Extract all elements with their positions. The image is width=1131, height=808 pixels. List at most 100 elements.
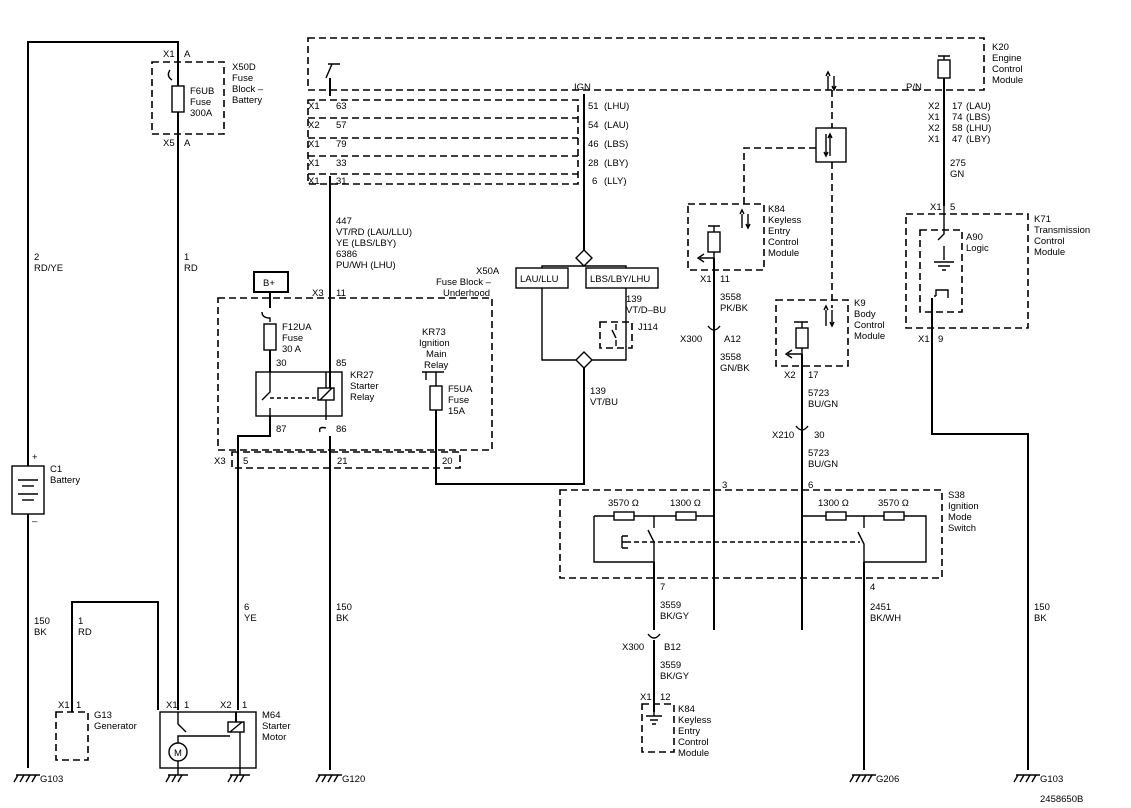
wire-150-left-circuit: 150 [34,616,50,627]
tcm-top-pin: 5 [950,202,955,213]
wire-5723b-circuit: 5723 [808,448,829,459]
jumper-block: LAU/LLU LBS/LBY/LHU J114 139 VT/D–BU 139… [515,249,666,408]
g13-conn: X1 [58,700,70,711]
wire-3559a-circuit: 3559 [660,600,681,611]
ground-label-g103-right: G103 [1040,774,1063,785]
g13-desc: Generator [94,721,137,732]
g13-pin: 1 [76,700,81,711]
f6ub-l1: Fuse [190,97,211,108]
x50d-bot-pin: A [184,138,191,149]
k9-pin: 17 [808,370,819,381]
k84-top-l4: Module [768,248,799,259]
a90-name: A90 [966,232,983,243]
k9-conn: X2 [784,370,796,381]
ecm-lp0-pin: 63 [336,101,347,112]
ground-starter-left [165,774,188,783]
wire-275-color: GN [950,169,964,180]
generator: 1 RD X1 1 G13 Generator [55,601,159,761]
ecm-rp3-variant: (LBY) [604,158,628,169]
k84-top-pin: 11 [720,274,730,285]
k84-bot-l3: Control [678,737,709,748]
k84-top-name: K84 [768,204,785,215]
x210-conn: X210 [772,430,794,441]
k84-bot-l1: Keyless [678,715,712,726]
battery-desc: Battery [50,475,80,486]
f12ua-name: F12UA [282,322,312,333]
wire-447-l4: 6386 [336,249,357,260]
transmission-control-module: X1 5 K71 Transmission Control Module A90… [905,202,1090,770]
ecm-pn3-variant: (LBY) [966,134,990,145]
wire-139b-color: VT/BU [590,397,618,408]
ground-label-g120: G120 [342,774,365,785]
s38-l2: Mode [948,512,972,523]
kr73-name: KR73 [422,327,446,338]
x50a-top-pin: 11 [336,288,346,299]
wire-3558a-circuit: 3558 [720,292,741,303]
ecm-lp3-pin: 33 [336,158,347,169]
s38-r3: 1300 Ω [818,498,849,509]
f6ub-name: F6UB [190,86,214,97]
x50d-bot-conn: X5 [163,138,175,149]
tcm-name: K71 [1034,214,1051,225]
ecm-rp1-variant: (LAU) [604,120,629,131]
fuse-block-underhood: B+ X3 11 X3 5 21 20 X50A Fuse Block – Un… [214,176,585,770]
kr73-l1: Ignition [419,338,450,349]
k84-top-l3: Control [768,237,799,248]
ecm-lp1-pin: 57 [336,120,347,131]
wire-2-circuit: 2 [34,252,39,263]
ecm-rp2-variant: (LBS) [604,139,628,150]
ecm-pn2-conn: X2 [928,123,940,134]
k84-bot-conn: X1 [640,692,652,703]
ground-label-g103-left: G103 [40,774,63,785]
wire-139a-color: VT/D–BU [626,305,666,316]
ecm-pn0-pin: 17 [952,101,963,112]
m64-motor-symbol: M [174,748,182,759]
wire-1rd-gen-circuit: 1 [78,616,83,627]
bplus-label: B+ [263,278,275,289]
s38-p3: 3 [722,480,727,491]
k84-bot-name: K84 [678,704,695,715]
battery-plus: + [32,452,38,463]
battery-minus: – [32,516,38,527]
ignition-mode-switch: 3570 Ω 1300 Ω 1300 Ω 3570 Ω 3 6 7 4 S38 … [559,480,979,770]
wire-2451-color: BK/WH [870,613,901,624]
wire-139b-circuit: 139 [590,386,606,397]
x50d-l2: Block – [232,84,264,95]
ecm-rp4-variant: (LLY) [604,176,627,187]
x210-pin: 30 [814,430,825,441]
ecm-lp3-conn: X1 [308,158,320,169]
s38-p6: 6 [808,480,813,491]
kr27-name: KR27 [350,370,374,381]
k9-l1: Body [854,309,876,320]
kr27-p87: 87 [276,424,287,435]
f12ua-l1: Fuse [282,333,303,344]
ecm-l3: Module [992,75,1023,86]
figure-id: 2458650B [1040,794,1083,805]
x50d-l3: Battery [232,95,262,106]
ground-label-g206: G206 [876,774,899,785]
ecm-rp4-pin: 6 [592,176,597,187]
ecm-rp0-variant: (LHU) [604,101,629,112]
x300b-pin: B12 [664,642,681,653]
battery-name: C1 [50,464,62,475]
x300a-pin: A12 [724,334,741,345]
kr27-l2: Relay [350,392,375,403]
ground-g120: G120 [315,774,365,785]
k84-top-l2: Entry [768,226,790,237]
k84-bot-l2: Entry [678,726,700,737]
wire-2451-circuit: 2451 [870,602,891,613]
wire-150-right-color: BK [1034,613,1047,624]
s38-r4: 3570 Ω [878,498,909,509]
wire-3558a-color: PK/BK [720,303,749,314]
ecm-rp1-pin: 54 [588,120,599,131]
jumper-name: J114 [638,322,658,333]
ecm-rp0-pin: 51 [588,101,599,112]
wire-3559b-circuit: 3559 [660,660,681,671]
kr73-l2: Main [426,349,447,360]
m64-pin2: 1 [242,700,247,711]
wire-447-l5: PU/WH (LHU) [336,260,396,271]
k84-top-conn: X1 [700,274,712,285]
ecm-rp3-pin: 28 [588,158,599,169]
k9-l3: Module [854,331,885,342]
s38-l3: Switch [948,523,976,534]
